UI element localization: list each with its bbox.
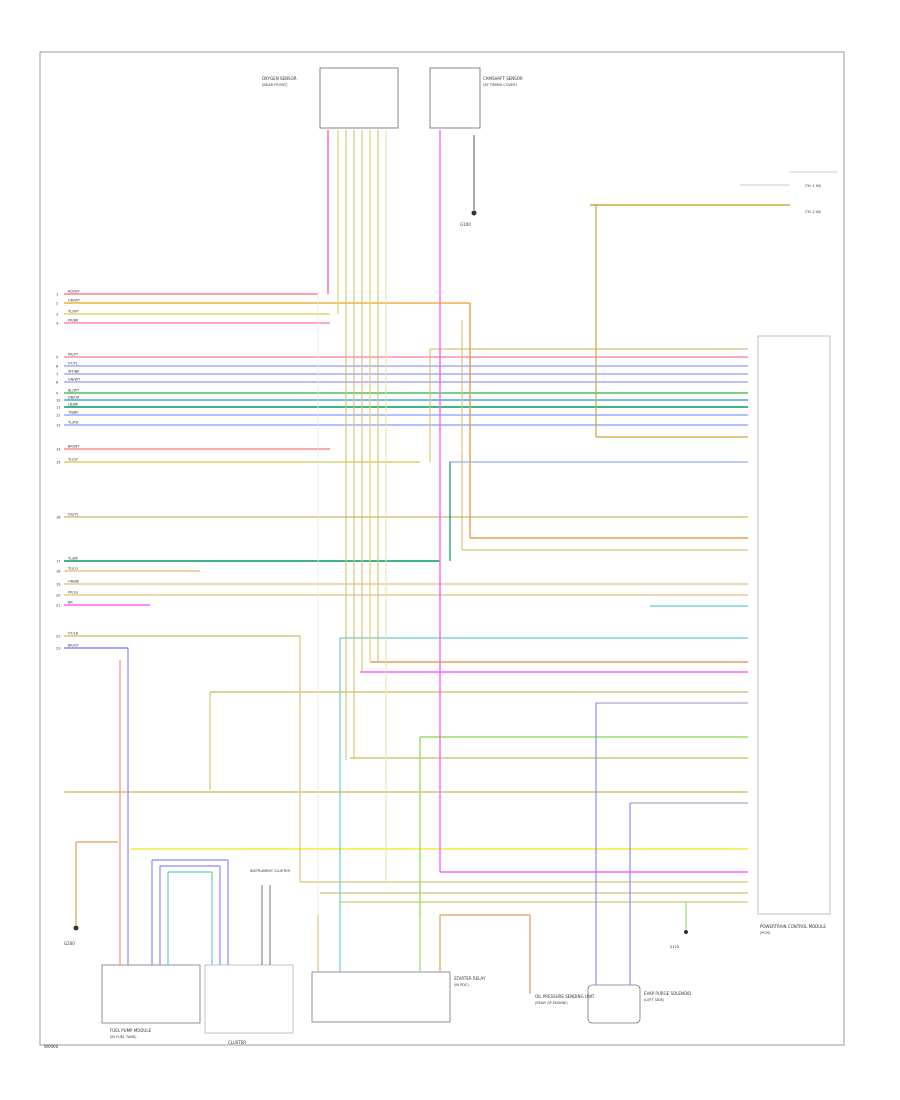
left-wire-color-label: RD/WT [68,290,81,294]
left-wire-color-label: PK/VT [68,353,79,357]
top-sensor-connector: OXYGEN SENSOR (NEAR FRONT) [262,67,399,129]
left-pin-number: 23 [56,647,60,651]
fuel-pump-title: FUEL PUMP MODULE [110,1028,152,1033]
ground-left-label: G200 [64,941,75,946]
left-wire-color-label: WT/BK [68,370,80,374]
left-pin-number: 6 [56,365,58,369]
left-pin-number: 16 [56,516,60,520]
left-wire-color-label: PK/BK [68,319,79,323]
instrument-cluster-connector: INSTRUMENT CLUSTER [204,860,294,1034]
left-pin-number: 8 [56,381,58,385]
left-pin-number: 3 [56,313,58,317]
left-ground: G200 [64,841,118,946]
left-pin-number: 2 [56,302,58,306]
evap-title: EVAP PURGE SOLENOID [644,991,691,996]
top-right-sensor-connector: CAMSHAFT SENSOR (AT TIMING COVER) [429,67,523,129]
left-wire-color-label: YL/WT [68,310,80,314]
right-top-pin2: CYL 2 INJ [805,210,821,214]
left-pin-number: 20 [56,594,60,598]
left-pin-number: 11 [56,406,60,410]
splice-label: S120 [670,945,679,949]
ground-top-label: G100 [460,222,471,227]
left-pin-number: 14 [56,448,61,452]
left-pin-number: 12 [56,414,60,418]
left-wire-color-label: YL/GY [68,458,79,462]
left-wire-color-label: YL/RD [68,421,79,425]
top-right-sensor-note: (AT TIMING COVER) [483,83,518,87]
left-wire-color-label: BR [68,601,73,605]
left-pin-number: 19 [56,583,60,587]
left-wire-color-label: BR/WT [68,445,80,449]
left-pin-number: 18 [56,570,60,574]
footer-left-code: W0000 [44,1044,59,1049]
top-right-sensor-title: CAMSHAFT SENSOR [483,76,523,81]
left-wire-color-label: BK/GY [68,644,79,648]
cluster-connector-label: INSTRUMENT CLUSTER [250,869,290,873]
wire-group-vertical [119,130,687,985]
left-pin-number: 4 [56,322,59,326]
top-ground: G100 [460,135,477,227]
left-pin-number: 5 [56,356,58,360]
oil-pressure-title: OIL PRESSURE SENDING UNIT [535,994,595,999]
left-pin-number: 21 [56,604,60,608]
splice-s120: S120 [670,930,688,949]
left-pin-number: 17 [56,560,60,564]
oil-pressure-note: (REAR OF ENGINE) [535,1001,568,1005]
left-wire-color-label: VT/LB [68,632,79,636]
left-wire-color-label: TN/BK [67,411,79,415]
left-wire-color-label: PK/LG [68,591,79,595]
left-pin-number: 1 [56,293,58,297]
starter-relay-note: (IN PDC) [454,983,469,987]
fuel-pump-module: FUEL PUMP MODULE (IN FUEL TANK) [101,859,228,1039]
evap-note: (LEFT SIDE) [644,998,665,1002]
top-sensor-note: (NEAR FRONT) [262,83,288,87]
pcm-connector: POWERTRAIN CONTROL MODULE (PCM) [757,335,831,935]
left-wire-color-label: GN/WT [68,378,81,382]
evap-purge-solenoid: EVAP PURGE SOLENOID (LEFT SIDE) [587,984,691,1024]
top-sensor-title: OXYGEN SENSOR [262,76,297,81]
starter-relay-box: STARTER RELAY (IN PDC) [311,915,486,1023]
left-wire-color-label: YL/LG [68,567,78,571]
left-wire-color-label: DB/OR [68,396,80,400]
left-wire-color-label: OR/WT [68,299,81,303]
oil-pressure-sensor: OIL PRESSURE SENDING UNIT (REAR OF ENGIN… [439,914,595,1005]
footer-center: CLUSTER [228,1040,246,1045]
left-pin-number: 22 [56,635,60,639]
starter-relay-title: STARTER RELAY [454,976,486,981]
left-wire-color-label: OR/BK [68,580,80,584]
left-pin-number: 9 [56,392,58,396]
left-wire-color-label: BL/WT [68,389,80,393]
diagram-border [39,51,845,1046]
left-pin-number: 10 [56,399,60,403]
left-pin-labels: 1 RD/WT 2 OR/WT 3 YL/WT 4 PK/BK 5 PK/VT 6 VT/YL 7 WT/… [56,290,81,651]
left-pin-number: 15 [56,461,60,465]
right-top-pin1: CYL 1 INJ [805,184,821,188]
left-wire-color-label: LB/BK [68,403,79,407]
pcm-title: POWERTRAIN CONTROL MODULE [760,924,826,929]
pcm-note: (PCM) [760,931,771,935]
left-wire-color-label: VT/YL [68,362,78,366]
wire-group-horizontal [64,293,748,903]
left-pin-number: 13 [56,424,60,428]
right-top-connector: CYL 1 INJ CYL 2 INJ [590,171,838,214]
left-pin-number: 7 [56,373,58,377]
left-wire-color-label: DG/YL [68,513,79,517]
left-wire-color-label: YL/BK [68,557,79,561]
fuel-pump-note: (IN FUEL TANK) [110,1035,137,1039]
